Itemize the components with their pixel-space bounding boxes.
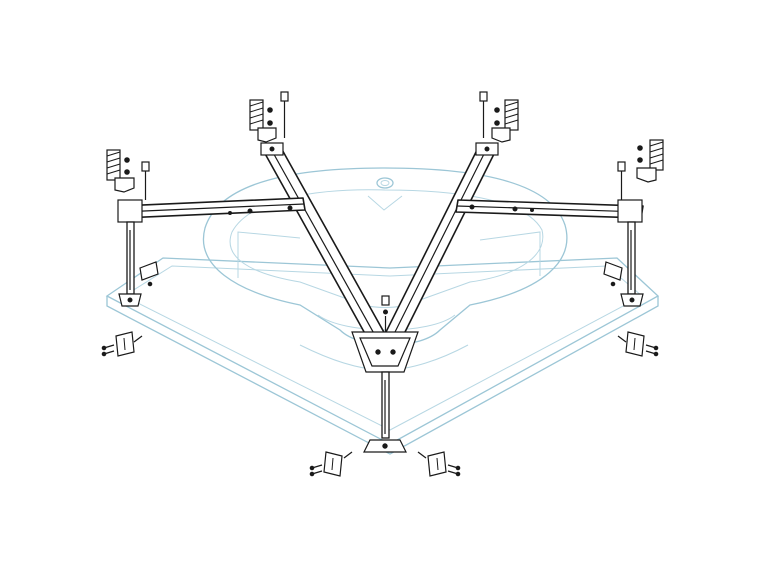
bracket-set-upper-left — [249, 91, 289, 143]
leg-side-bracket-left — [139, 261, 159, 287]
leg-center — [363, 371, 407, 453]
wall-mount-brackets — [101, 331, 659, 477]
tub-drain — [376, 177, 394, 189]
tub-rim — [202, 167, 568, 346]
bolt-head — [141, 161, 150, 172]
center-bolt — [381, 295, 390, 332]
l-bracket — [491, 127, 511, 143]
leg-side-bracket-right — [603, 261, 623, 287]
bolt-head — [280, 91, 289, 102]
wall-bracket-bottom-left — [309, 451, 353, 477]
leg-left — [118, 221, 142, 307]
bolt-head — [617, 161, 626, 172]
top-mounting-brackets — [106, 91, 664, 332]
l-bracket — [257, 127, 277, 143]
wall-bracket-right — [617, 331, 659, 357]
bolt-head — [479, 91, 488, 102]
bracket-set-far-right — [617, 139, 664, 200]
frame-arm-left — [262, 145, 396, 358]
support-frame — [117, 142, 644, 373]
beam-end-right — [617, 199, 643, 223]
tub-inner-basin — [229, 189, 544, 308]
adjustable-legs — [118, 221, 644, 453]
l-bracket — [636, 167, 657, 183]
beam-end-left — [117, 199, 143, 223]
bracket-set-far-left — [106, 149, 150, 200]
leg-right — [620, 221, 644, 307]
bracket-set-upper-right — [479, 91, 519, 143]
wall-bracket-left — [101, 331, 143, 357]
l-bracket — [114, 177, 135, 193]
wall-bracket-bottom-right — [417, 451, 461, 477]
